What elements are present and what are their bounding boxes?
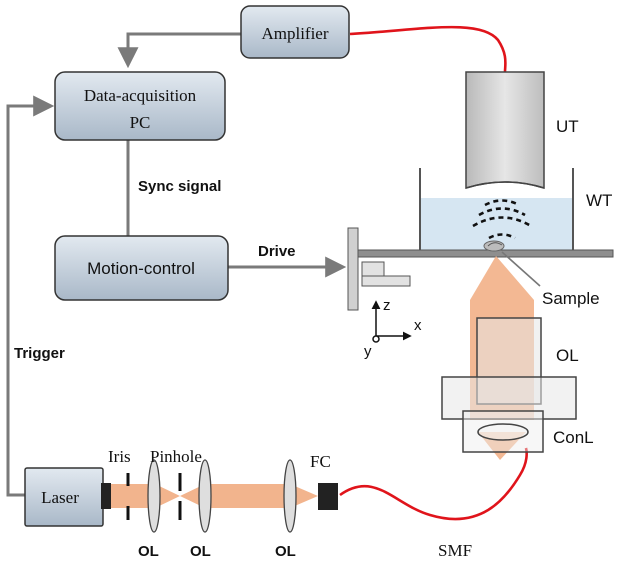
signal-wires [6, 32, 347, 497]
fiber-coupler [318, 483, 338, 510]
smf-label: SMF [438, 541, 472, 560]
ut-cable [349, 25, 507, 73]
trigger-wire [6, 95, 55, 497]
ol2-label: OL [190, 543, 211, 560]
motion-control-block: Motion-control [54, 235, 229, 301]
conl-label: ConL [553, 428, 594, 447]
daq-pc-block: Data-acquisition PC [54, 71, 226, 141]
ut-label: UT [556, 117, 579, 136]
daq-label-line2: PC [130, 113, 151, 132]
drive-label: Drive [258, 243, 296, 260]
ol-top-label: OL [556, 346, 579, 365]
condenser-lens [462, 410, 544, 453]
axis-x-label: x [414, 317, 422, 334]
daq-label-line1: Data-acquisition [84, 86, 197, 105]
lens-ol3 [283, 459, 297, 533]
amplifier-block: Amplifier [240, 5, 350, 59]
sync-signal-label: Sync signal [138, 178, 221, 195]
single-mode-fiber [339, 447, 528, 521]
red-fibers [339, 25, 528, 521]
motion-control-label: Motion-control [87, 259, 195, 278]
objective-lens-top [441, 317, 577, 420]
iris-label: Iris [108, 447, 131, 466]
amplifier-to-daq-wire [117, 32, 241, 69]
ol3-label: OL [275, 543, 296, 560]
wt-label: WT [586, 191, 612, 210]
axis-z-label: z [383, 297, 391, 314]
ol1-label: OL [138, 543, 159, 560]
axis-y-label: y [364, 343, 372, 360]
laser-label: Laser [41, 488, 79, 507]
laser-block: Laser [24, 467, 111, 527]
lens-ol1 [147, 459, 161, 533]
sample-label: Sample [542, 289, 600, 308]
sample [483, 240, 505, 252]
acoustic-waves [472, 199, 532, 240]
pinhole-label: Pinhole [150, 447, 202, 466]
bottom-lenses [147, 459, 297, 533]
amplifier-label: Amplifier [261, 24, 328, 43]
scanning-stage [347, 227, 614, 311]
fc-label: FC [310, 452, 331, 471]
lens-ol2 [198, 459, 212, 533]
trigger-label: Trigger [14, 345, 65, 362]
sample-pointer [501, 251, 541, 287]
axes-indicator [371, 300, 412, 343]
ultrasonic-transducer [465, 71, 545, 190]
